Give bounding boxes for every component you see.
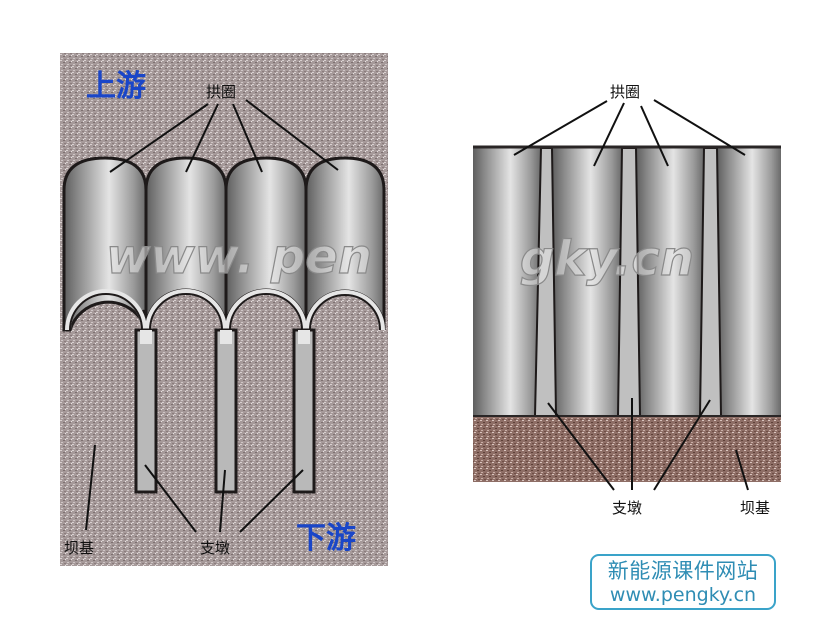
left-diagram: www. pen (60, 53, 388, 566)
right-diagram: gky.cn (473, 99, 781, 491)
right-arch-label: 拱圈 (610, 83, 640, 101)
arch-rings (62, 156, 386, 332)
upstream-label: 上游 (86, 69, 146, 104)
badge-url: www.pengky.cn (609, 584, 757, 606)
left-foundation-label: 坝基 (64, 539, 94, 557)
left-arch-label: 拱圈 (206, 83, 236, 101)
left-pier-label: 支墩 (200, 539, 230, 557)
downstream-label: 下游 (296, 521, 356, 556)
right-foundation-label: 坝基 (740, 499, 770, 517)
watermark-right: gky.cn (520, 231, 694, 287)
right-pier-label: 支墩 (612, 499, 642, 517)
right-arch-cylinders (473, 148, 781, 416)
right-leader-lines (513, 99, 749, 491)
buttress-piers (134, 328, 316, 494)
watermark-left: www. pen (106, 229, 372, 285)
left-leader-lines (85, 99, 339, 533)
badge-title: 新能源课件网站 (607, 559, 759, 583)
site-badge: 新能源课件网站 www.pengky.cn (590, 554, 776, 610)
foundation-soil (473, 416, 781, 482)
